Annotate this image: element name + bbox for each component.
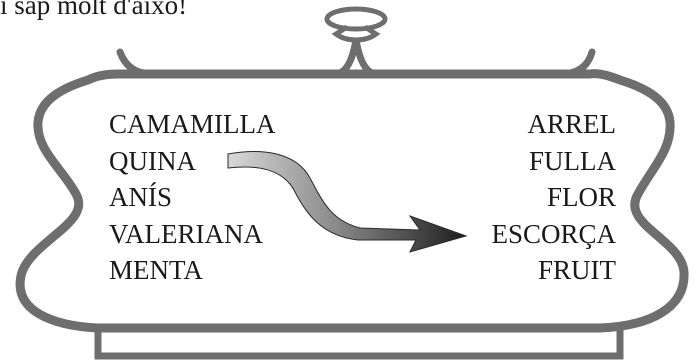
plant-item: ANÍS [109,182,173,212]
lid-knob [324,6,388,43]
plant-item: QUINA [109,145,196,176]
plant-item: CAMAMILLA [109,109,276,139]
connecting-arrow [227,151,468,253]
jar-lid [116,39,596,78]
plant-part-item: ARREL [527,109,616,139]
heading-text: i sap molt d'aixo! [0,0,188,20]
plant-part-item: FRUIT [537,255,616,285]
plant-list: CAMAMILLA QUINA ANÍS VALERIANA MENTA [109,106,276,289]
plant-part-item: FULLA [529,145,616,176]
plant-item: MENTA [109,255,203,285]
plant-part-item: FLOR [546,182,616,212]
plant-item: VALERIANA [109,218,263,249]
plant-part-list: ARREL FULLA FLOR ESCORÇA FRUIT [491,106,616,289]
jar-body [15,69,689,333]
plant-part-item: ESCORÇA [491,218,616,249]
jar-base [94,328,624,360]
